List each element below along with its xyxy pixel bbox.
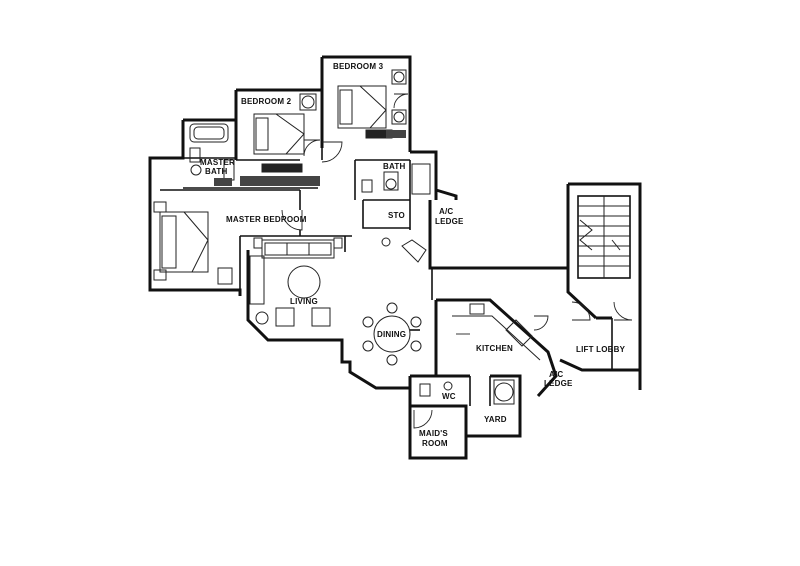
label-kitchen: KITCHEN — [476, 344, 513, 353]
room-labels: BEDROOM 3 BEDROOM 2 MASTER BATH BATH MAS… — [200, 62, 626, 448]
lift-lobby-doors — [321, 141, 633, 321]
label-dining: DINING — [377, 330, 406, 339]
kitchen-fixtures — [452, 303, 549, 361]
label-living: LIVING — [290, 297, 318, 306]
label-ac-ledge-upper-2: LEDGE — [435, 217, 464, 226]
label-bedroom-3: BEDROOM 3 — [333, 62, 384, 71]
label-ac-ledge-lower-2: LEDGE — [544, 379, 573, 388]
label-master-bedroom: MASTER BEDROOM — [226, 215, 307, 224]
wardrobes — [214, 130, 406, 186]
common-bath-fixtures — [361, 163, 431, 263]
dining-table — [362, 302, 422, 366]
exterior-walls — [148, 55, 642, 460]
interior-walls — [160, 130, 613, 406]
label-yard: YARD — [484, 415, 507, 424]
bedroom-2-furniture — [253, 93, 321, 173]
label-bath: BATH — [383, 162, 405, 171]
label-maids-room-2: ROOM — [422, 439, 448, 448]
label-ac-ledge-lower-1: A/C — [549, 370, 563, 379]
label-master-bath-2: BATH — [205, 167, 227, 176]
bedroom-3-furniture — [337, 69, 409, 139]
label-sto: STO — [388, 211, 405, 220]
label-ac-ledge-upper-1: A/C — [439, 207, 453, 216]
master-bath-fixtures — [189, 123, 235, 181]
staircase — [577, 195, 631, 279]
label-bedroom-2: BEDROOM 2 — [241, 97, 292, 106]
label-wc: WC — [442, 392, 456, 401]
living-furniture — [249, 237, 343, 327]
label-lift-lobby: LIFT LOBBY — [576, 345, 626, 354]
wc-yard-fixtures — [413, 379, 515, 429]
label-maids-room-1: MAID'S — [419, 429, 448, 438]
master-bedroom-furniture — [153, 201, 303, 285]
label-master-bath-1: MASTER — [200, 158, 235, 167]
